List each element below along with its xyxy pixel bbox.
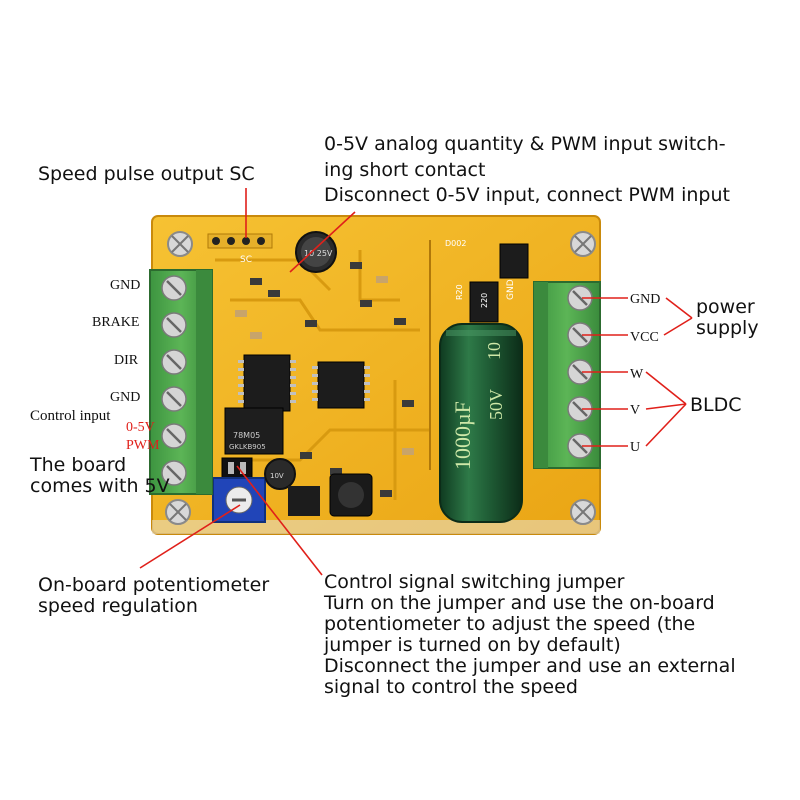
diode-label: D002: [445, 239, 466, 248]
small-capacitor: 10 25V: [295, 231, 337, 273]
inductor: [329, 473, 373, 517]
resistor-label: 220: [480, 293, 489, 308]
r-label: R20: [455, 284, 464, 300]
jumper-line4: jumper is turned on by default): [324, 634, 621, 656]
right-pin-w: W: [630, 367, 644, 382]
left-pin-gnd-2: GND: [110, 390, 141, 405]
left-terminal-block: [149, 269, 213, 495]
smd-components: [235, 262, 414, 497]
speed-pulse-label: Speed pulse output SC: [38, 163, 255, 185]
bottom-ics: [288, 486, 320, 516]
sc-header-pins: SC: [207, 233, 273, 265]
regulator-label-2: GKLKB905: [229, 443, 266, 451]
left-pin-dir: DIR: [114, 353, 139, 368]
ic-chips: [238, 354, 370, 412]
power-resistor: 220 R20: [455, 281, 499, 323]
bulk-cap-top: 10: [484, 342, 504, 360]
pwm-label: PWM: [126, 438, 160, 453]
power-supply-line2: supply: [696, 317, 759, 339]
mounting-screws: [165, 231, 596, 525]
bulk-cap-value: 1000µF: [450, 401, 475, 470]
jumper-line1: Control signal switching jumper: [324, 571, 625, 593]
regulator-label-1: 78M05: [233, 431, 260, 440]
right-pin-gnd: GND: [630, 292, 661, 307]
bulk-capacitor: 1000µF 50V 10: [439, 323, 523, 523]
annotation-lines: [139, 188, 693, 576]
control-input-label: Control input: [30, 408, 111, 424]
potentiometer: [212, 477, 266, 523]
left-pin-brake: BRAKE: [92, 315, 140, 330]
jumper-line2: Turn on the jumper and use the on-board: [324, 592, 715, 614]
small-cap-label: 10 25V: [304, 249, 333, 258]
mid-cap-label: 10V: [270, 472, 284, 480]
right-terminal-block: [533, 281, 601, 469]
switch-annotation-line1: 0-5V analog quantity & PWM input switch-: [324, 133, 726, 155]
switch-annotation-line3: Disconnect 0-5V input, connect PWM input: [324, 184, 730, 206]
power-supply-line1: power: [696, 296, 755, 318]
sc-silk: SC: [240, 255, 252, 265]
jumper-line6: signal to control the speed: [324, 676, 578, 698]
board-5v-line2: comes with 5V: [30, 475, 170, 497]
jumper-block: [221, 457, 253, 479]
jumper-line3: potentiometer to adjust the speed (the: [324, 613, 696, 635]
right-pin-vcc: VCC: [630, 330, 659, 345]
voltage-regulator: 78M05 GKLKB905: [224, 407, 284, 455]
jumper-line5: Disconnect the jumper and use an externa…: [324, 655, 736, 677]
potentiometer-line2: speed regulation: [38, 595, 198, 617]
right-pin-u: U: [630, 440, 641, 455]
switch-annotation-line2: ing short contact: [324, 159, 486, 181]
mid-capacitor: 10V: [264, 458, 296, 490]
gnd-silk: GND: [506, 279, 516, 300]
analog-label: 0-5V: [126, 420, 155, 435]
diode: D002: [445, 239, 529, 279]
potentiometer-line1: On-board potentiometer: [38, 574, 270, 596]
board-5v-line1: The board: [30, 454, 127, 476]
bldc-label: BLDC: [690, 394, 742, 416]
left-pin-gnd-1: GND: [110, 278, 141, 293]
bulk-cap-voltage: 50V: [486, 389, 506, 420]
right-pin-v: V: [630, 403, 641, 418]
